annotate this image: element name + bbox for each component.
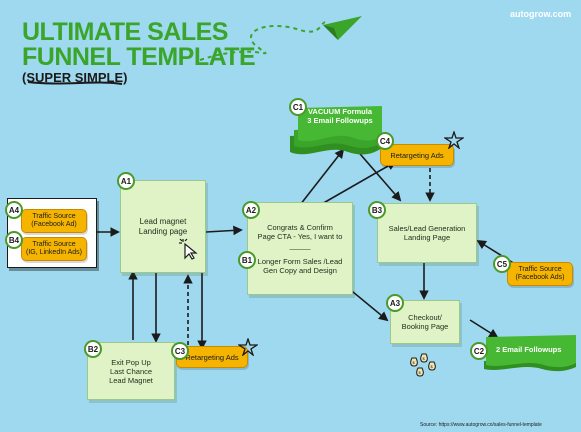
traffic-source-facebook-line1: Traffic Source — [32, 213, 76, 220]
badge-b4: B4 — [5, 231, 23, 249]
checkout-line1: Checkout/ — [408, 313, 442, 322]
longer-form-line1: Longer Form Sales /Lead — [257, 256, 343, 266]
retargeting-ads-c4: Retargeting Ads — [380, 144, 454, 166]
followups-c2-label: 2 Email Followups — [496, 345, 562, 354]
badge-c4: C4 — [376, 132, 394, 150]
money-bags-icon: $$$$ — [410, 353, 436, 377]
svg-text:$: $ — [431, 364, 434, 369]
sales-lead-line2: Landing Page — [403, 233, 451, 242]
traffic-c5-line2: (Facebook Ads) — [515, 274, 565, 281]
title-line-1: ULTIMATE SALES — [22, 18, 228, 46]
traffic-source-ig-line2: (IG, LinkedIn Ads) — [25, 249, 83, 256]
svg-text:$: $ — [419, 370, 422, 375]
exit-popup-line1: Exit Pop Up — [111, 357, 151, 367]
lead-magnet-line2: Landing page — [138, 226, 188, 236]
sales-lead-line1: Sales/Lead Generation — [388, 224, 466, 233]
vacuum-line1: VACUUM Formula — [307, 107, 373, 116]
svg-text:$: $ — [423, 356, 426, 361]
traffic-source-facebook-line2: (Facebook Ad) — [31, 221, 77, 228]
traffic-source-facebook: Traffic Source (Facebook Ad) — [21, 209, 87, 233]
arrow-congrats-to-retargeting — [319, 161, 397, 206]
cursor-click-icon — [179, 238, 198, 260]
arrow-checkout-to-followups — [469, 319, 499, 339]
subtitle-open: ( — [22, 70, 27, 85]
traffic-source-ig-linkedin: Traffic Source (IG, LinkedIn Ads) — [21, 237, 87, 261]
badge-c3: C3 — [171, 342, 189, 360]
svg-text:$: $ — [413, 360, 416, 365]
badge-b3: B3 — [368, 201, 386, 219]
star-doodle-icon — [444, 131, 464, 149]
vacuum-banner-shape — [290, 106, 382, 155]
badge-a2: A2 — [242, 201, 260, 219]
sales-lead-note: Sales/Lead Generation Landing Page — [377, 203, 477, 263]
lead-magnet-line1: Lead magnet — [139, 216, 187, 226]
subtitle-close: ) — [123, 70, 128, 85]
brand-logo: autogrow.com — [510, 9, 572, 19]
vacuum-text: VACUUM Formula 3 Email Followups — [300, 107, 380, 125]
exit-popup-line2: Last Chance — [109, 366, 153, 376]
badge-c1: C1 — [289, 98, 307, 116]
badge-a1: A1 — [117, 172, 135, 190]
source-credit: Source: https://www.autogrow.co/sales-fu… — [420, 422, 542, 428]
arrow-congrats-to-vacuum — [299, 148, 345, 206]
badge-b1: B1 — [238, 251, 256, 269]
badge-a3: A3 — [386, 294, 404, 312]
checkout-note: Checkout/ Booking Page — [390, 300, 460, 344]
badge-c5: C5 — [493, 255, 511, 273]
subtitle-underline — [27, 81, 123, 85]
congrats-line1: Congrats & Confirm — [267, 222, 333, 232]
congrats-note: Congrats & Confirm Page CTA - Yes, I wan… — [247, 202, 353, 295]
longer-form-line2: Gen Copy and Design — [263, 265, 337, 275]
checkout-line2: Booking Page — [401, 322, 449, 331]
badge-b2: B2 — [84, 340, 102, 358]
arrow-lead-magnet-to-congrats — [205, 225, 243, 236]
subtitle: (SUPER SIMPLE) — [22, 70, 127, 85]
paper-plane-icon — [323, 16, 362, 40]
vacuum-line2: 3 Email Followups — [307, 116, 373, 125]
followups-banner-shape — [484, 335, 576, 372]
badge-a4: A4 — [5, 201, 23, 219]
traffic-source-c5: Traffic Source (Facebook Ads) — [507, 262, 573, 286]
exit-popup-note: Exit Pop Up Last Chance Lead Magnet — [87, 342, 175, 400]
badge-c2: C2 — [470, 342, 488, 360]
traffic-c5-line1: Traffic Source — [518, 266, 562, 273]
traffic-source-ig-line1: Traffic Source — [32, 241, 76, 248]
star-doodle-icon-2 — [238, 338, 258, 356]
title-line-2: FUNNEL TEMPLATE — [22, 43, 256, 71]
congrats-line2: Page CTA - Yes, I want to — [257, 231, 343, 241]
congrats-line3: _____ — [289, 240, 311, 250]
exit-popup-line3: Lead Magnet — [109, 375, 153, 385]
subtitle-main: SUPER SIMPLE — [26, 70, 124, 85]
